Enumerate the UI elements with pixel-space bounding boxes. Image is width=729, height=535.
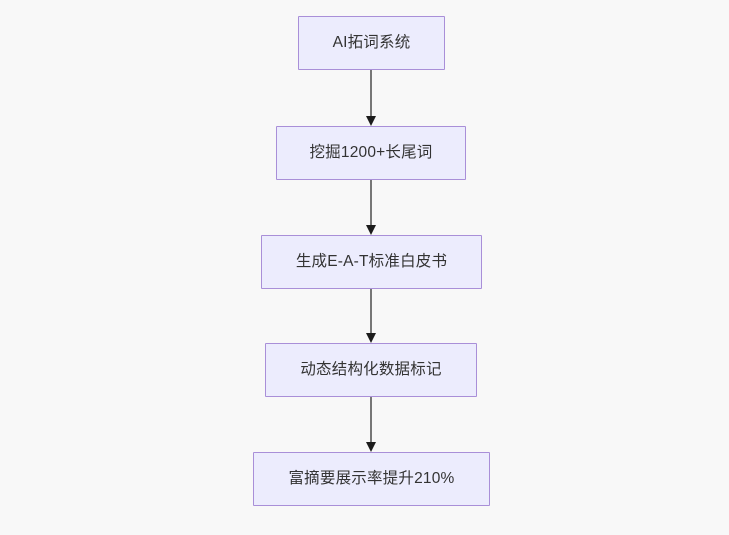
- flow-node-label: 挖掘1200+长尾词: [309, 144, 433, 162]
- edge-node2-to-node3: [366, 180, 376, 235]
- edge-node4-to-node5: [366, 397, 376, 452]
- flow-node-mine-longtail-keywords[interactable]: 挖掘1200+长尾词: [276, 126, 466, 180]
- edge-node3-to-node4: [366, 289, 376, 343]
- flow-node-label: 动态结构化数据标记: [300, 361, 442, 379]
- flow-node-label: AI拓词系统: [332, 34, 411, 52]
- flow-node-generate-eat-whitepaper[interactable]: 生成E-A-T标准白皮书: [261, 235, 482, 289]
- flow-node-ai-keyword-system[interactable]: AI拓词系统: [298, 16, 445, 70]
- arrowhead-icon: [366, 225, 376, 235]
- arrowhead-icon: [366, 442, 376, 452]
- edge-node1-to-node2: [366, 70, 376, 126]
- flow-node-label: 生成E-A-T标准白皮书: [295, 253, 448, 271]
- flow-node-dynamic-structured-data-markup[interactable]: 动态结构化数据标记: [265, 343, 477, 397]
- flow-node-rich-snippet-impression-lift[interactable]: 富摘要展示率提升210%: [253, 452, 490, 506]
- arrowhead-icon: [366, 116, 376, 126]
- arrowhead-icon: [366, 333, 376, 343]
- flow-node-label: 富摘要展示率提升210%: [288, 470, 455, 488]
